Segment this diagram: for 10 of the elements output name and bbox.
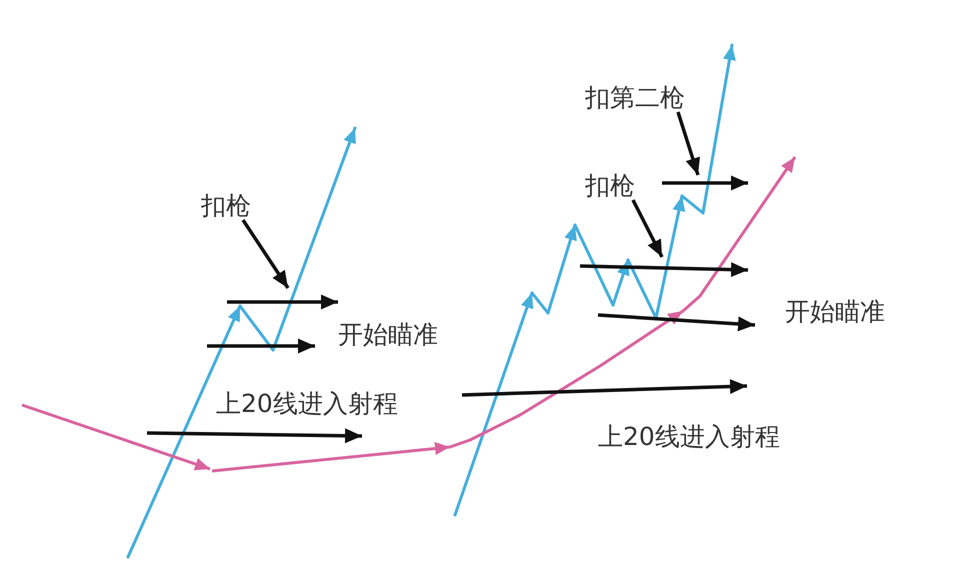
callout-text: 扣第二枪 <box>585 84 685 112</box>
annotation-text: 开始瞄准 <box>785 298 885 326</box>
leader-arrow <box>631 199 664 258</box>
annotation-text: 开始瞄准 <box>338 321 438 349</box>
leader-arrow <box>676 111 700 176</box>
leader-arrow <box>242 219 290 289</box>
callout-text: 扣枪 <box>585 172 635 200</box>
annotation-text: 上20线进入射程 <box>598 423 780 451</box>
callout-text: 扣枪 <box>201 192 251 220</box>
annotation-text: 上20线进入射程 <box>216 390 398 418</box>
